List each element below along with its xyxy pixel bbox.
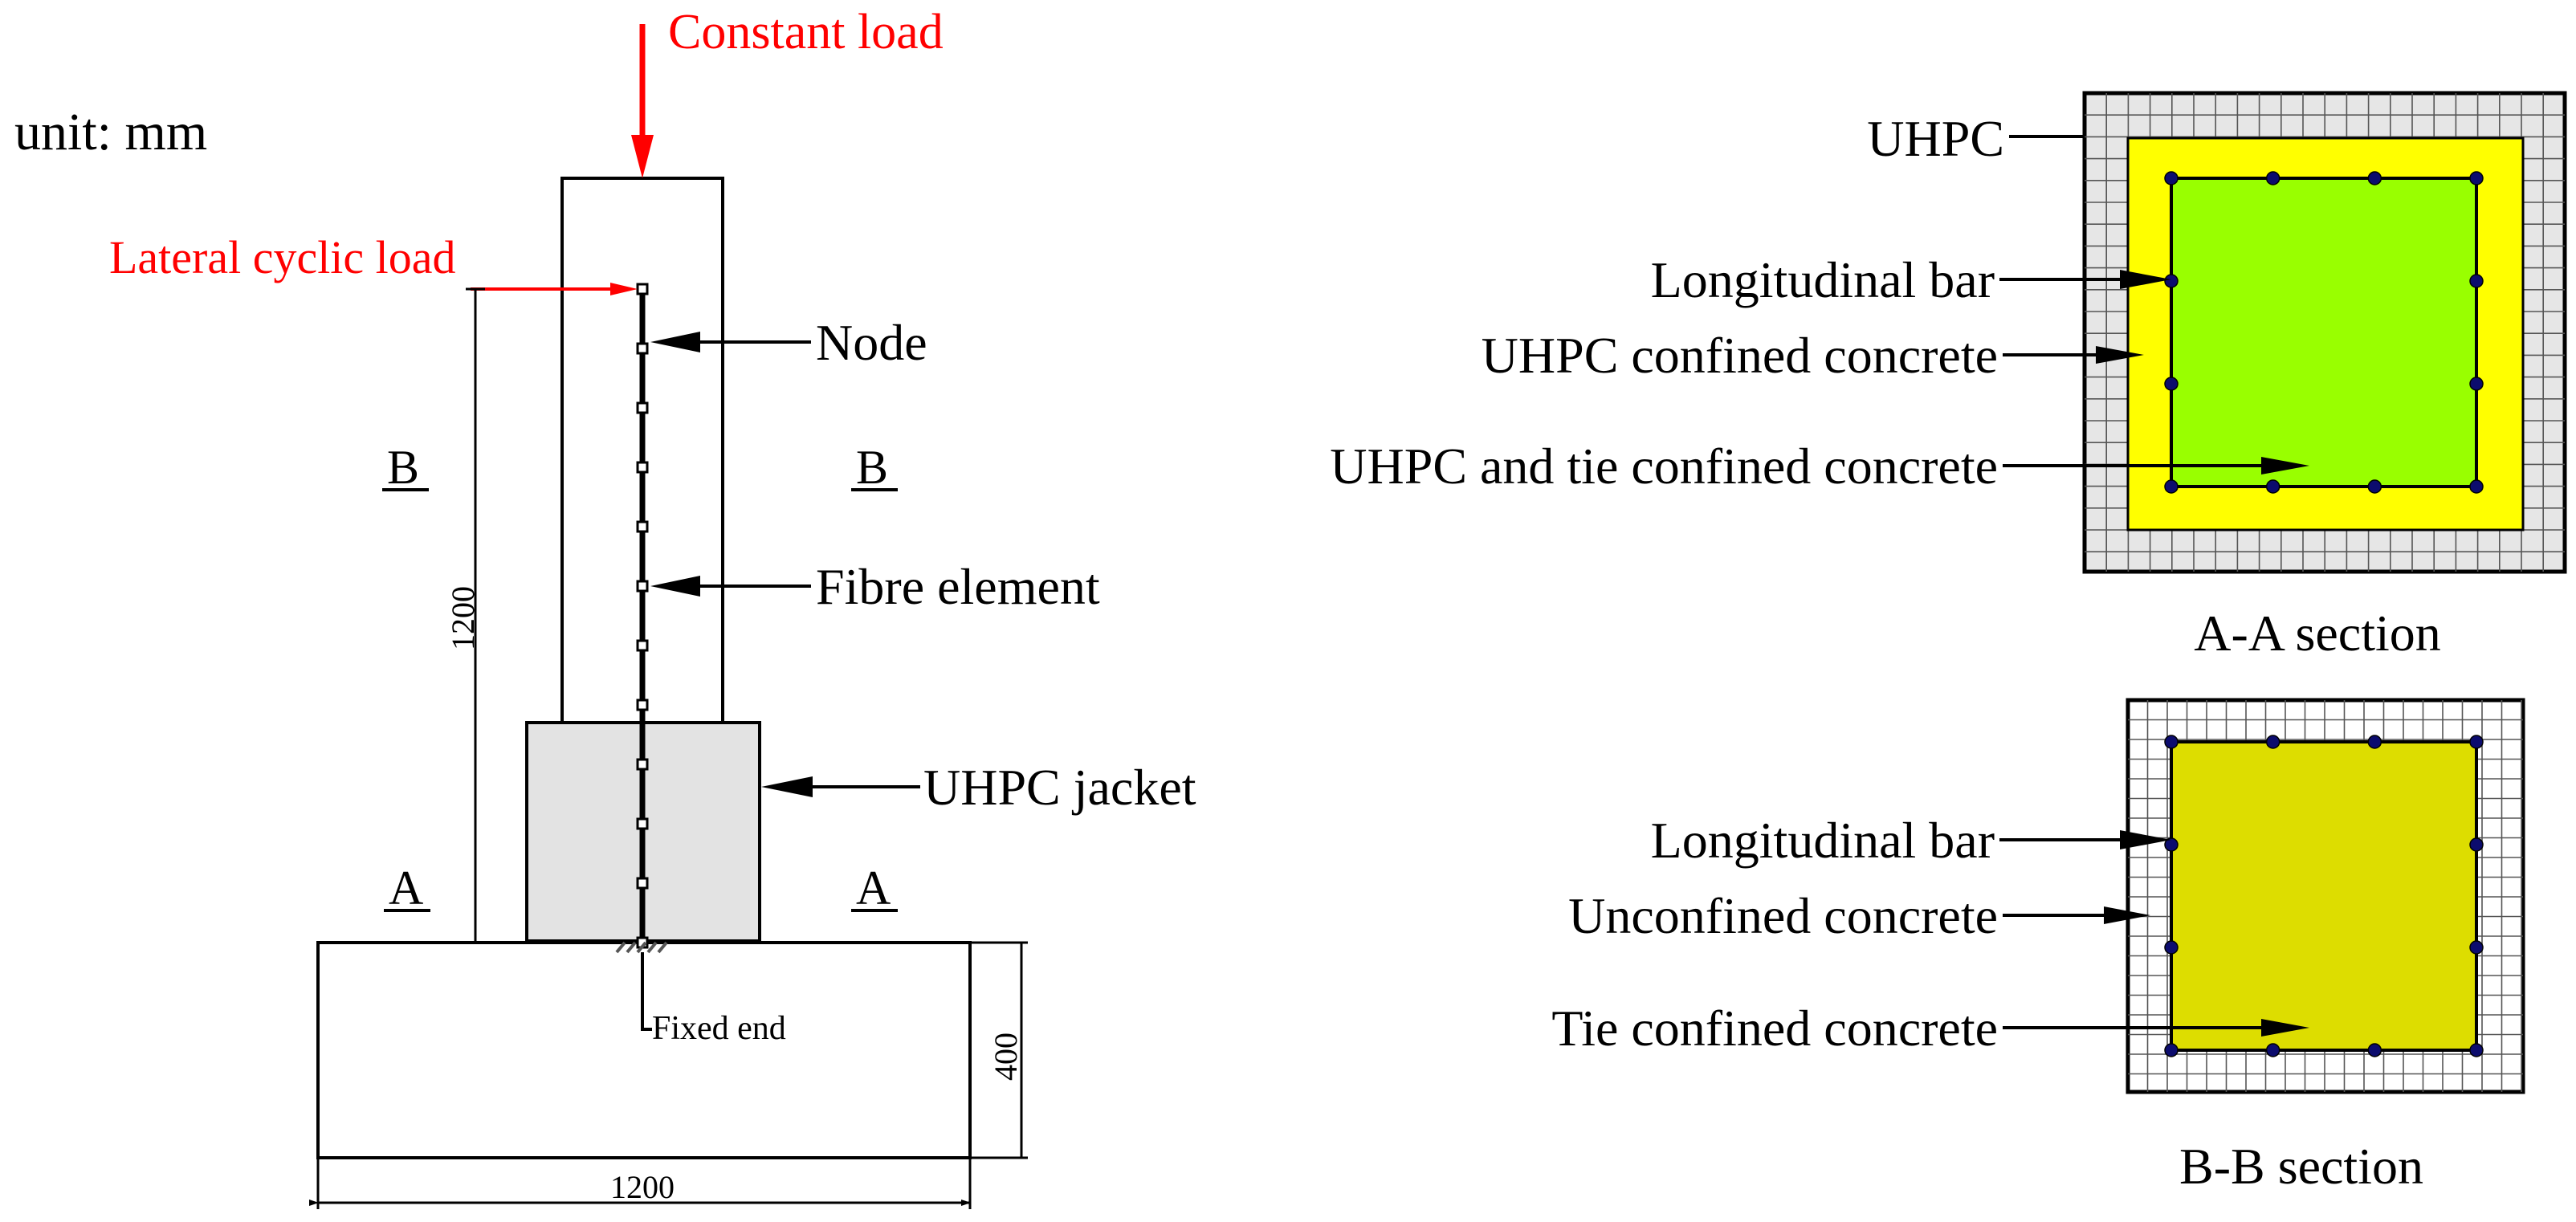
aa-uhpc-confined-label: UHPC confined concrete — [1482, 327, 1998, 384]
longitudinal-bar — [2164, 1043, 2179, 1057]
footing-width-dimension-label: 1200 — [610, 1169, 675, 1205]
bb-bar-arrowhead — [2120, 830, 2171, 849]
aa-bar-arrowhead — [2120, 270, 2171, 289]
section-bb-longitudinal-bars — [2164, 735, 2484, 1057]
aa-uhpc-confined-arrowhead — [2096, 346, 2144, 364]
longitudinal-bar — [2164, 479, 2179, 494]
fibre-node — [636, 283, 649, 295]
unit-label: unit: mm — [14, 103, 207, 161]
bb-tie-confined-arrowhead — [2261, 1019, 2309, 1037]
longitudinal-bar — [2164, 377, 2179, 391]
longitudinal-bar — [2469, 940, 2484, 955]
longitudinal-bar — [2469, 735, 2484, 749]
height-dimension-label: 1200 — [445, 586, 481, 650]
longitudinal-bar — [2367, 171, 2382, 185]
fixed-end-label: Fixed end — [652, 1010, 786, 1047]
section-aa-longitudinal-bars — [2164, 171, 2484, 494]
fibre-node — [636, 699, 649, 711]
section-bb: Longitudinal bar Unconfined concrete Tie… — [1551, 698, 2525, 1195]
fibre-element-label: Fibre element — [816, 558, 1100, 615]
longitudinal-bar — [2469, 837, 2484, 852]
bb-unconfined-label: Unconfined concrete — [1568, 887, 1998, 944]
node-leader-arrowhead — [650, 332, 700, 352]
longitudinal-bar — [2469, 274, 2484, 288]
cut-label-a-right: A — [856, 862, 891, 914]
bb-unconfined-arrowhead — [2104, 906, 2150, 924]
cut-label-b-right: B — [856, 441, 888, 494]
cut-label-a-left: A — [389, 862, 423, 914]
longitudinal-bar — [2164, 940, 2179, 955]
section-aa: UHPC Longitudinal bar UHPC confined conc… — [1330, 91, 2567, 662]
fibre-node — [636, 401, 649, 414]
longitudinal-bar — [2265, 171, 2280, 185]
fixed-end-leader — [641, 952, 652, 1031]
longitudinal-bar — [2164, 735, 2179, 749]
longitudinal-bar — [2367, 1043, 2382, 1057]
fibre-node — [636, 580, 649, 593]
longitudinal-bar — [2265, 1043, 2280, 1057]
footing-height-dimension-label: 400 — [988, 1033, 1024, 1081]
jacket-label: UHPC jacket — [923, 759, 1196, 816]
aa-tie-confined-arrowhead — [2261, 457, 2309, 475]
longitudinal-bar — [2469, 479, 2484, 494]
fibre-node — [636, 877, 649, 890]
bb-bar-label: Longitudinal bar — [1651, 812, 1995, 869]
longitudinal-bar — [2164, 837, 2179, 852]
longitudinal-bar — [2164, 171, 2179, 185]
bb-tie-confined-label: Tie confined concrete — [1551, 1000, 1998, 1057]
fibre-node — [636, 520, 649, 533]
section-bb-title: B-B section — [2179, 1138, 2423, 1195]
longitudinal-bar — [2164, 274, 2179, 288]
constant-load-label: Constant load — [668, 5, 944, 59]
longitudinal-bar — [2367, 479, 2382, 494]
footing-height-dimension — [970, 941, 1028, 1159]
longitudinal-bar — [2265, 735, 2280, 749]
aa-bar-label: Longitudinal bar — [1651, 251, 1995, 308]
jacket-leader-arrowhead — [761, 776, 813, 797]
longitudinal-bar — [2265, 479, 2280, 494]
aa-uhpc-label: UHPC — [1867, 110, 2004, 167]
section-bb-tie-confined-core — [2170, 740, 2478, 1052]
fibre-node — [636, 758, 649, 771]
longitudinal-bar — [2469, 377, 2484, 391]
lateral-load-label: Lateral cyclic load — [109, 231, 456, 283]
aa-tie-confined-label: UHPC and tie confined concrete — [1330, 438, 1998, 495]
section-aa-title: A-A section — [2194, 605, 2441, 662]
height-dimension — [466, 287, 485, 944]
longitudinal-bar — [2367, 735, 2382, 749]
longitudinal-bar — [2469, 1043, 2484, 1057]
fibre-node — [636, 461, 649, 474]
longitudinal-bar — [2469, 171, 2484, 185]
fibre-leader-arrowhead — [650, 576, 700, 597]
node-label: Node — [816, 314, 927, 371]
section-aa-tie-confined-core — [2170, 177, 2478, 488]
fixed-support-hatch — [615, 941, 668, 954]
cut-label-b-left: B — [387, 441, 419, 494]
constant-load-arrowhead — [631, 135, 654, 178]
fibre-node — [636, 639, 649, 652]
footing-width-dimension — [309, 1158, 972, 1209]
elevation-view: unit: mm Fixed end Constant load Lateral… — [14, 5, 1196, 1209]
lateral-load-arrowhead — [610, 283, 638, 295]
fibre-node — [636, 817, 649, 830]
fibre-node — [636, 342, 649, 355]
node-markers — [636, 283, 649, 949]
